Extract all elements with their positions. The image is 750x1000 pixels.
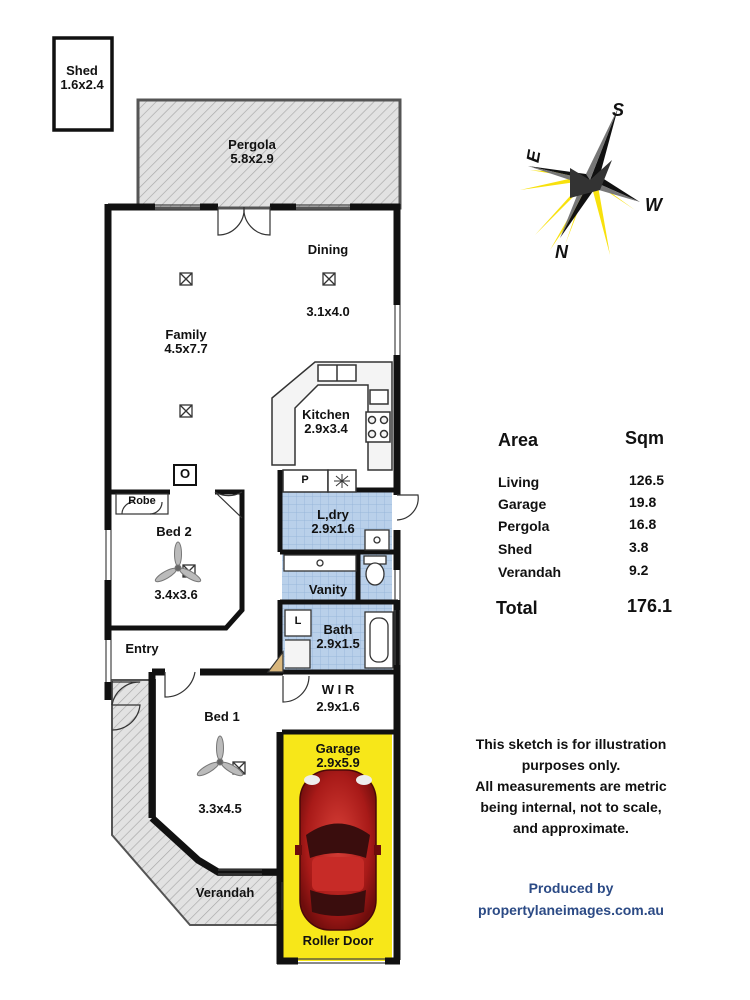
compass-w: W [645, 195, 662, 215]
windows [105, 204, 401, 964]
vanity-bench [283, 554, 357, 572]
pantry-cupboard [282, 469, 357, 493]
area-row-label: Shed [498, 541, 533, 557]
area-row-label: Garage [498, 496, 547, 512]
doors [111, 206, 419, 910]
area-row-value: 126.5 [629, 472, 665, 488]
pergola-area [136, 98, 402, 210]
bed1-label: Bed 1 [204, 709, 240, 724]
dining-label: Dining [307, 242, 349, 257]
credit-link[interactable]: propertylaneimages.com.au [478, 901, 664, 918]
laundry-trough [364, 529, 390, 551]
compass-s: S [612, 100, 625, 120]
linen-label: L [294, 615, 302, 627]
compass-icon [520, 108, 640, 255]
dining-size: 3.1x4.0 [306, 304, 350, 319]
linen-cupboard [284, 609, 312, 669]
roller-door-label: Roller Door [302, 933, 374, 948]
sqm-header: Sqm [625, 428, 665, 448]
total-value: 176.1 [627, 596, 673, 616]
compass-n: N [555, 242, 568, 262]
bed2-size: 3.4x3.6 [154, 587, 198, 602]
area-row-label: Living [498, 474, 540, 490]
car-icon [295, 769, 381, 931]
area-header: Area [498, 430, 539, 450]
bed1-size: 3.3x4.5 [198, 801, 242, 816]
area-row-label: Pergola [498, 518, 550, 534]
walls [104, 203, 401, 965]
shed-outline [52, 36, 114, 132]
toilet [363, 555, 387, 586]
entry-label: Entry [125, 641, 159, 656]
credit-text: Produced by propertylaneimages.com.au [441, 878, 701, 921]
ceiling-fan-icon [154, 541, 244, 777]
robe-wardrobe [115, 493, 169, 515]
disclaimer-text: This sketch is for illustration purposes… [475, 736, 667, 836]
area-row-value: 9.2 [629, 562, 649, 578]
area-row-label: Verandah [498, 564, 562, 580]
bed2-label: Bed 2 [156, 524, 192, 539]
kitchen-bench [271, 361, 393, 471]
wir-shelf [266, 650, 284, 673]
area-row-value: 19.8 [629, 494, 657, 510]
pantry-label: P [301, 474, 309, 486]
area-row-value: 3.8 [629, 539, 649, 555]
bathtub [364, 611, 394, 669]
oven-label: O [179, 466, 191, 481]
verandah-label: Verandah [195, 885, 255, 900]
oven-box [173, 464, 197, 486]
area-row-value: 16.8 [629, 516, 657, 532]
total-label: Total [496, 598, 538, 618]
vanity-label: Vanity [308, 582, 348, 597]
robe-label: Robe [128, 495, 156, 507]
